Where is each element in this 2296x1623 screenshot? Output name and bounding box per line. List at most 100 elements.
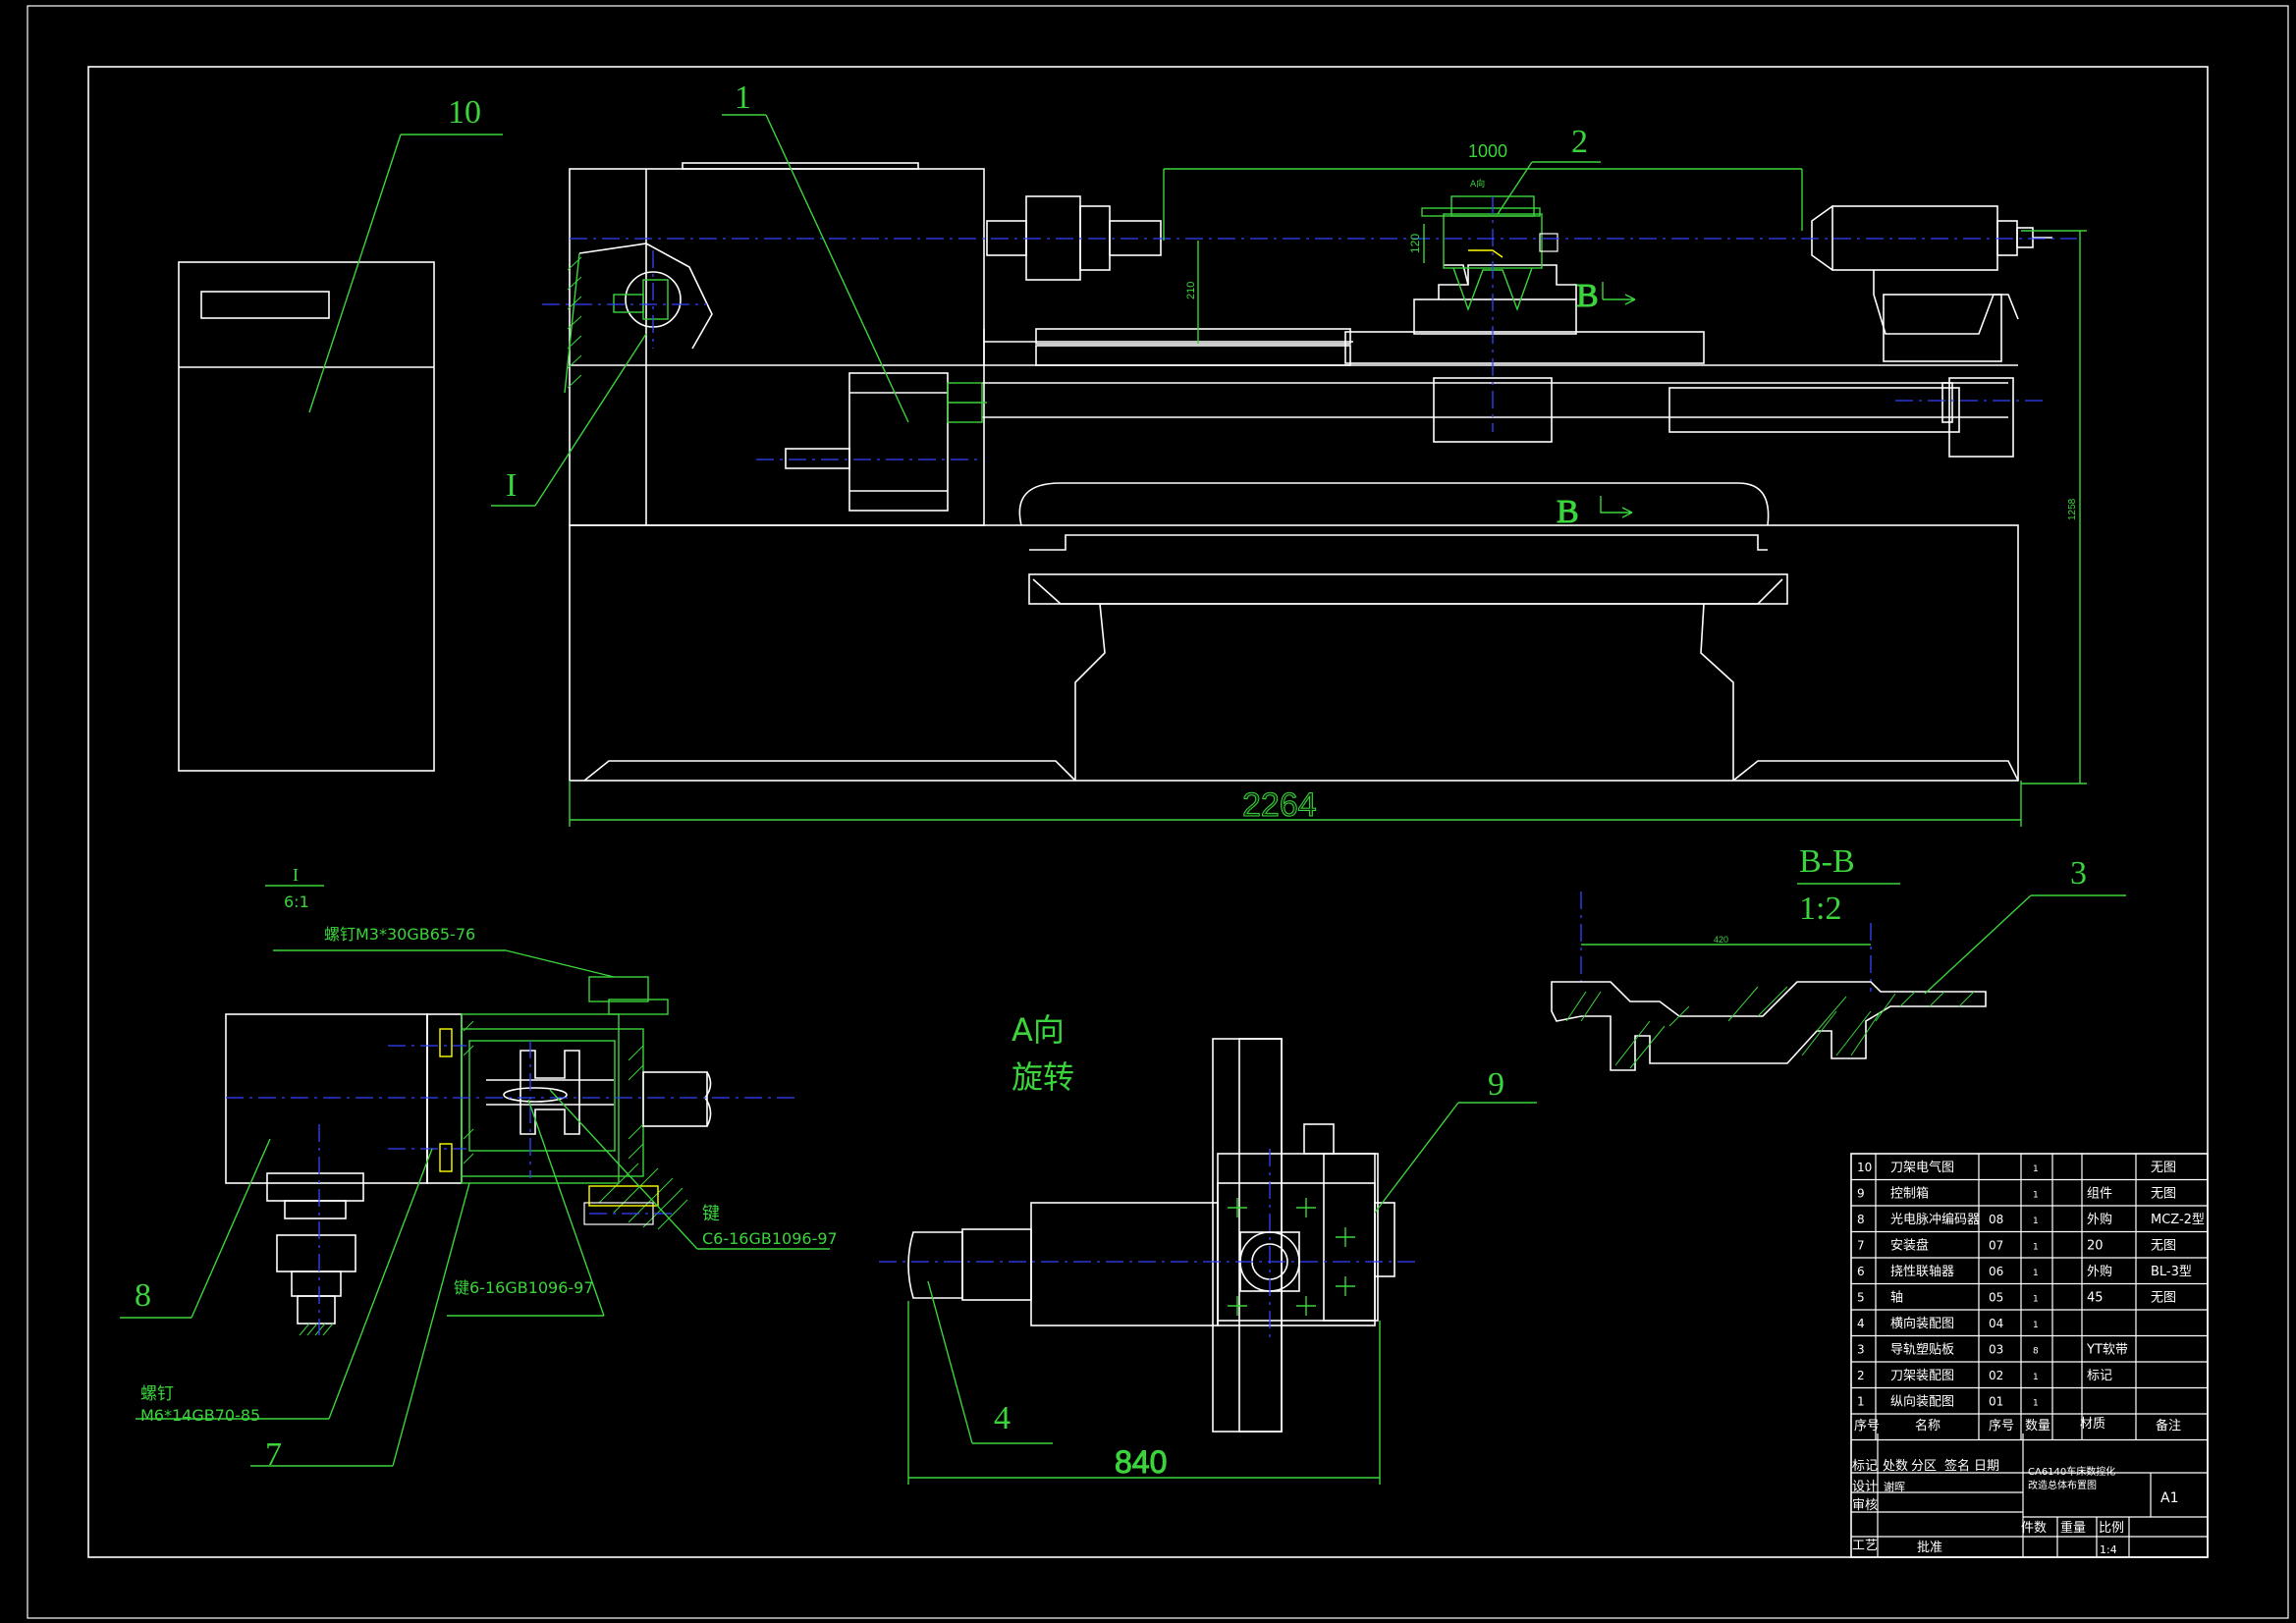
lathe-bed (569, 524, 2019, 782)
part-row-qty: 1 (2033, 1269, 2039, 1278)
part-row-qty: 1 (2033, 1321, 2039, 1330)
detail-i-scale: 6:1 (284, 893, 309, 911)
role-design: 设计 (1852, 1480, 1878, 1494)
part-row-code: 03 (1989, 1343, 2003, 1357)
section-bb-dim: 420 (1714, 935, 1728, 945)
header-note: 备注 (2156, 1418, 2181, 1434)
tailstock (1811, 205, 2052, 362)
part-row-qty: 8 (2033, 1347, 2039, 1357)
lathe-main-view: A向 (542, 162, 2077, 782)
part-row-material: 外购 (2087, 1212, 2112, 1227)
part-row-no: 7 (1857, 1239, 1865, 1253)
part-row-name: 轴 (1890, 1291, 1903, 1306)
screw-bottom-note-1: 螺钉 (140, 1384, 174, 1404)
sheet-size: A1 (2160, 1490, 2178, 1506)
part-row-no: 3 (1857, 1343, 1865, 1357)
detail-mark-i: I (506, 467, 517, 504)
callout-4: 4 (994, 1400, 1011, 1436)
detail-i-label: I 6:1 (265, 865, 324, 911)
encoder-8 (266, 1172, 364, 1202)
key-bottom-note: 键6-16GB1096-97 (454, 1278, 594, 1297)
part-row-qty: 1 (2033, 1191, 2039, 1201)
part-row-no: 2 (1857, 1369, 1865, 1382)
screw-bottom-note-2: M6*14GB70-85 (140, 1406, 260, 1425)
part-row-no: 1 (1857, 1395, 1865, 1409)
tool-post: A向 (1421, 178, 1558, 312)
role-review: 审核 (1852, 1498, 1878, 1513)
part-row-code: 01 (1989, 1395, 2003, 1409)
part-row-note: 无图 (2151, 1239, 2176, 1254)
section-bb-view: B-B 1:2 420 (1551, 843, 1987, 1071)
callout-7: 7 (265, 1436, 282, 1473)
detail-annotations: 螺钉M3*30GB65-76 键 C6-16GB1096-97 键6-16GB1… (136, 925, 838, 1425)
header-qty: 数量 (2025, 1419, 2050, 1434)
header-no: 序号 (1854, 1419, 1880, 1434)
part-row-code: 06 (1989, 1265, 2003, 1278)
part-row-note: 无图 (2151, 1187, 2176, 1202)
part-row-material: 组件 (2087, 1187, 2112, 1202)
role-process: 工艺 (1852, 1539, 1878, 1553)
header-material: 材质 (2080, 1417, 2105, 1432)
toolpost-a-view (879, 1038, 1419, 1433)
meta-scale-label: 比例 (2099, 1521, 2124, 1536)
part-row-code: 08 (1989, 1213, 2003, 1226)
part-row-material: YT软带 (2086, 1343, 2128, 1358)
part-row-code: 02 (1989, 1369, 2003, 1382)
dim-overall-height: 1258 (2067, 498, 2078, 520)
control-box (178, 261, 435, 772)
inner-frame (87, 66, 2209, 1558)
part-row-name: 纵向装配图 (1890, 1394, 1954, 1410)
view-note-line-2: 旋转 (1011, 1058, 1074, 1096)
section-mark-b-top: B (1576, 278, 1599, 314)
outer-frame (27, 5, 2289, 1619)
main-dimensions: 2264 1000 210 120 1258 (569, 141, 2087, 827)
key-note-2: C6-16GB1096-97 (702, 1229, 838, 1248)
part-row-note: 无图 (2151, 1161, 2176, 1175)
callout-1: 1 (735, 80, 751, 116)
drawing-title-1: CA6140车床数控化 (2028, 1465, 2115, 1478)
callout-10: 9 (1488, 1066, 1504, 1103)
detail-i-view (225, 976, 800, 1336)
dim-toolpost-length: 840 (1115, 1444, 1167, 1480)
part-row-material: 45 (2087, 1291, 2104, 1306)
rev-zone: 分区 (1911, 1459, 1937, 1474)
part-row-note: BL-3型 (2151, 1265, 2192, 1279)
part-row-qty: 1 (2033, 1164, 2039, 1174)
view-note-line-1: A向 (1011, 1011, 1065, 1049)
key-note-1: 键 (702, 1204, 720, 1224)
dim-center-distance: 1000 (1468, 141, 1507, 161)
drawing-title-2: 改造总体布置图 (2028, 1479, 2097, 1491)
meta-scale: 1:4 (2100, 1543, 2117, 1556)
part-row-no: 10 (1857, 1161, 1872, 1174)
feed-motor (848, 372, 949, 512)
rev-mark: 标记 (1852, 1459, 1878, 1474)
toolpost-dimension: 840 (907, 1301, 1381, 1485)
part-row-no: 9 (1857, 1187, 1865, 1201)
part-row-material: 外购 (2087, 1264, 2112, 1279)
rev-date: 日期 (1974, 1459, 1999, 1474)
screw-top-note: 螺钉M3*30GB65-76 (324, 925, 475, 944)
part-row-no: 6 (1857, 1265, 1865, 1278)
part-row-note: 无图 (2151, 1291, 2176, 1306)
dim-center-height: 210 (1185, 282, 1197, 299)
part-row-code: 04 (1989, 1317, 2003, 1330)
rev-count: 处数 (1883, 1459, 1908, 1474)
part-row-note: MCZ-2型 (2151, 1213, 2205, 1227)
callout-3: 3 (2070, 855, 2087, 892)
callouts: 10 1 2 I 3 9 4 8 7 (120, 80, 2126, 1473)
part-row-name: 刀架电气图 (1890, 1160, 1954, 1175)
part-row-code: 07 (1989, 1239, 2003, 1253)
carriage (1433, 377, 1553, 443)
part-row-material: 20 (2087, 1239, 2104, 1254)
part-row-qty: 1 (2033, 1399, 2039, 1409)
part-row-name: 挠性联轴器 (1890, 1265, 1954, 1279)
dim-toolpost-height: 120 (1408, 234, 1422, 253)
section-bb-scale: 1:2 (1799, 891, 1841, 927)
part-row-name: 控制箱 (1890, 1186, 1929, 1202)
headstock (569, 168, 985, 526)
part-row-no: 5 (1857, 1291, 1865, 1305)
part-row-name: 刀架装配图 (1890, 1369, 1954, 1383)
meta-count: 件数 (2021, 1521, 2047, 1536)
